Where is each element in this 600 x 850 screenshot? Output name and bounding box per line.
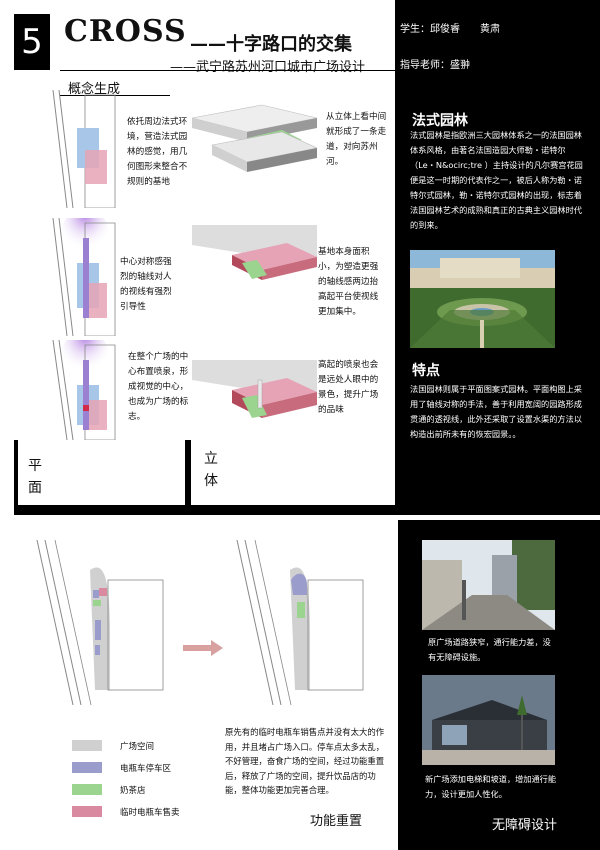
legend-swatch-plaza	[72, 740, 102, 751]
legend-plaza: 广场空间	[120, 742, 155, 752]
versailles-garden-image	[410, 250, 555, 348]
old-plaza-caption: 原广场道路狭窄，通行能力差，没有无障碍设施。	[428, 637, 551, 662]
3d-label: 立体	[204, 451, 218, 489]
plan-divider	[14, 440, 18, 508]
concept-text-3: 在整个广场的中心布置喷泉，形成视觉的中心，也成为广场的标志。	[128, 352, 189, 422]
function-text: 原先有的临时电瓶车销售点并没有太大的作用，并且堵占广场入口。停车点太多太乱，不好…	[225, 727, 385, 795]
function-plan-after	[236, 540, 364, 705]
concept-text-1: 依托周边法式环境，营造法式园林的感觉，用几何图形来整合不规则的基地	[127, 117, 188, 187]
legend-swatch-sales	[72, 806, 102, 817]
project-title: CROSS	[64, 14, 187, 49]
concept-3d-text-1: 从立体上看中间就形成了一条走道，对向苏州河。	[326, 112, 387, 167]
new-plaza-caption: 新广场添加电梯和坡道，增加通行能力，设计更加人性化。	[425, 774, 557, 799]
header-black-bar	[395, 0, 600, 80]
legend-swatch-parking	[72, 762, 102, 773]
feature-text: 法国园林则属于平面图案式园林。平面构图上采用了轴线对称的手法，善于利用宽阔的园路…	[410, 384, 582, 439]
header-rule	[60, 70, 395, 71]
project-subtitle-2: ——武宁路苏州河口城市广场设计	[170, 60, 366, 75]
project-subtitle: ——十字路口的交集	[190, 34, 352, 55]
legend-sales: 临时电瓶车售卖	[120, 808, 180, 818]
concept-3d-2	[192, 225, 317, 280]
feature-title: 特点	[412, 363, 440, 379]
garden-title: 法式园林	[412, 113, 468, 129]
concept-title: 概念生成	[68, 82, 121, 97]
concept-3d-1	[192, 104, 317, 172]
concept-3d-text-3: 高起的喷泉也会是远处人眼中的景色，提升广场的品味	[318, 360, 379, 415]
new-plaza-render	[422, 675, 555, 765]
concept-plan-2	[52, 218, 116, 336]
sheet-number: 5	[14, 14, 50, 70]
student-names: 学生：邱俊睿 黄肃	[400, 24, 500, 35]
legend-parking: 电瓶车停车区	[120, 764, 172, 774]
old-plaza-photo	[422, 540, 555, 630]
concept-text-2: 中心对称感强烈的轴线对人的视线有强烈引导性	[120, 257, 172, 312]
arrow-icon	[183, 640, 223, 656]
concept-plan-1	[52, 90, 116, 208]
function-plan-before	[36, 540, 164, 705]
function-title: 功能重置	[310, 814, 363, 829]
legend-swatch-teashop	[72, 784, 102, 795]
concept-3d-text-2: 基地本身面积小，为塑造更强的轴线感两边抬高起平台使视线更加集中。	[318, 247, 379, 317]
legend-teashop: 奶茶店	[120, 786, 146, 796]
middle-black-band	[14, 505, 398, 515]
plan-label: 平面	[28, 458, 42, 496]
barrier-title: 无障碍设计	[492, 818, 558, 833]
advisor-name: 指导老师：盛翀	[400, 60, 470, 71]
concept-3d-3	[192, 360, 317, 418]
concept-plan-3	[52, 340, 116, 440]
garden-text: 法式园林是指欧洲三大园林体系之一的法国园林体系风格，由著名法国造园大师勒・诺特尔…	[410, 130, 583, 230]
center-divider	[185, 440, 191, 508]
